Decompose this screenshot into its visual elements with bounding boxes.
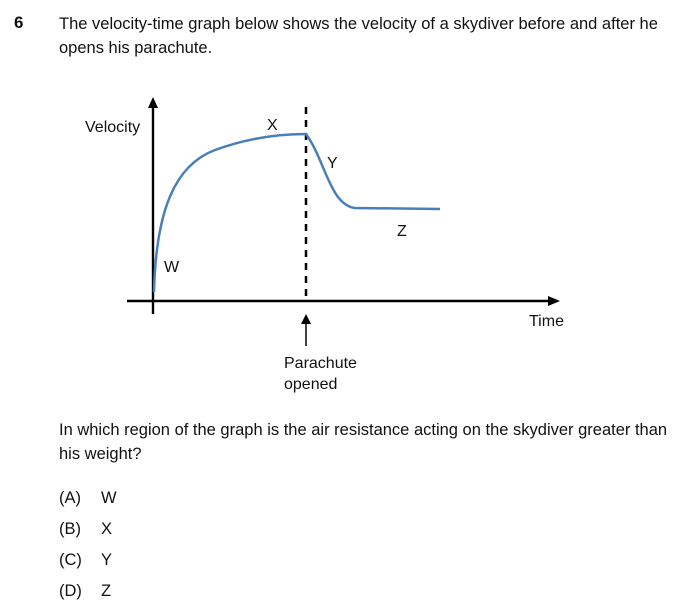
region-label-y: Y	[327, 155, 338, 172]
parachute-arrow-head	[301, 314, 311, 324]
velocity-curve	[152, 132, 441, 293]
option-letter: (D)	[59, 582, 82, 600]
option-text: W	[101, 489, 117, 507]
option-letter: (B)	[59, 520, 81, 538]
option-b[interactable]: (B) X	[59, 517, 117, 548]
region-label-z: Z	[397, 223, 407, 240]
y-axis-label: Velocity	[85, 119, 140, 136]
option-letter: (A)	[59, 489, 81, 507]
option-text: X	[101, 520, 113, 538]
x-axis-arrow	[548, 296, 560, 306]
question-prompt: In which region of the graph is the air …	[59, 421, 668, 463]
option-d[interactable]: (D) Z	[59, 579, 117, 610]
option-c[interactable]: (C) Y	[59, 548, 117, 579]
option-text: Z	[101, 582, 112, 600]
region-label-x: X	[267, 117, 278, 134]
answer-options: (A) W (B) X (C) Y (D) Z	[59, 486, 117, 610]
parachute-annotation-line2: opened	[284, 376, 337, 393]
question-stem: The velocity-time graph below shows the …	[59, 15, 658, 57]
option-letter: (C)	[59, 551, 82, 569]
option-a[interactable]: (A) W	[59, 486, 117, 517]
question-number: 6	[14, 13, 24, 32]
option-text: Y	[101, 551, 113, 569]
parachute-annotation-line1: Parachute	[284, 355, 357, 372]
region-label-w: W	[164, 259, 180, 276]
x-axis-label: Time	[529, 313, 564, 330]
y-axis-arrow	[148, 97, 158, 108]
